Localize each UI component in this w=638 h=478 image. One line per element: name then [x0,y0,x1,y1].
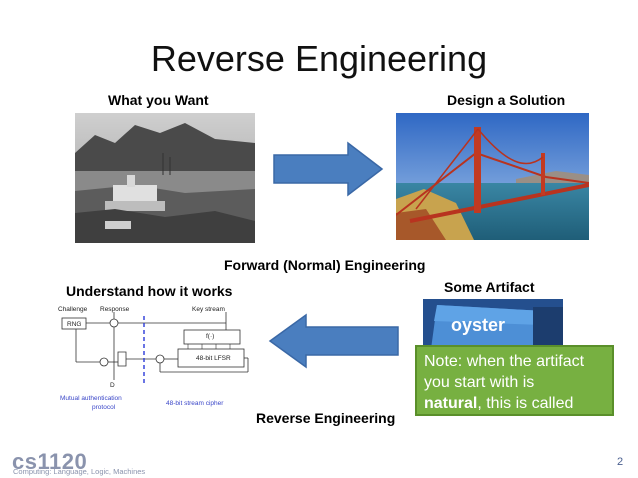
label-what-you-want: What you Want [108,92,209,108]
diagram-response-label: Response [100,306,130,313]
oyster-card-text: oyster [451,315,506,335]
label-understand: Understand how it works [66,283,233,299]
arrow-right-icon [273,141,384,197]
oyster-card-photo: oyster [423,299,563,349]
note-line-3: natural, this is called [424,393,605,414]
diagram-f-label: f(·) [206,333,215,340]
label-design-solution: Design a Solution [447,92,566,108]
label-reverse-engineering: Reverse Engineering [256,410,396,426]
cipher-diagram: Challenge Response Key stream RNG f(·) 4… [56,302,256,414]
diagram-challenge-label: Challenge [58,306,88,313]
label-forward-engineering: Forward (Normal) Engineering [224,257,426,273]
note-line-3-rest: , this is called [477,395,574,412]
golden-gate-bridge-photo [396,113,589,240]
diagram-keystream-label: Key stream [192,306,225,313]
diagram-d-label: D [110,382,115,389]
diagram-stream-cipher-label: 48-bit stream cipher [166,400,224,407]
diagram-rng-label: RNG [67,321,82,328]
diagram-mutual-auth-line2: protocol [92,404,116,411]
page-number: 2 [617,456,624,468]
label-some-artifact: Some Artifact [444,279,535,295]
note-line-2: you start with is [424,374,535,391]
diagram-mutual-auth-line1: Mutual authentication [60,395,122,402]
cipher-diagram-lines [61,312,249,386]
note-line-1: Note: when the artifact [424,353,585,370]
course-logo: cs1120 [12,449,88,474]
course-logo-subtitle: Computing: Language, Logic, Machines [13,467,146,476]
note-bold-word: natural [424,395,478,412]
note-callout: Note: when the artifact you start with i… [415,345,614,416]
historic-bay-photo [75,113,255,243]
slide-title: Reverse Engineering [150,38,488,79]
diagram-lfsr-label: 48-bit LFSR [196,355,231,362]
arrow-left-icon [268,313,399,369]
